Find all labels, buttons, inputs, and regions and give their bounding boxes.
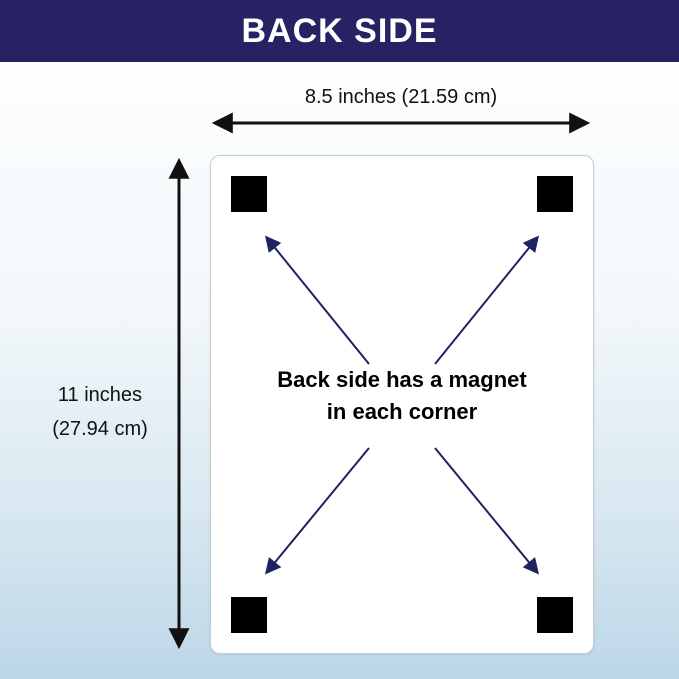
height-dimension-label: 11 inches (27.94 cm): [28, 378, 172, 446]
width-dimension-arrow: [211, 112, 591, 134]
height-label-line2: (27.94 cm): [52, 418, 148, 440]
height-dimension-arrow: [168, 157, 190, 650]
banner: BACK SIDE: [0, 0, 679, 62]
magnet-top-right: [537, 176, 573, 212]
magnet-top-left: [231, 176, 267, 212]
banner-title: BACK SIDE: [241, 11, 438, 50]
width-dimension-label: 8.5 inches (21.59 cm): [304, 86, 498, 108]
magnet-note-line2: in each corner: [326, 399, 478, 424]
magnet-bottom-right: [537, 597, 573, 633]
magnet-note: Back side has a magnet in each corner: [211, 364, 593, 428]
magnet-bottom-left: [231, 597, 267, 633]
product-back-card: Back side has a magnet in each corner: [210, 155, 594, 654]
height-label-line1: 11 inches: [57, 384, 143, 406]
magnet-note-line1: Back side has a magnet: [277, 367, 527, 392]
